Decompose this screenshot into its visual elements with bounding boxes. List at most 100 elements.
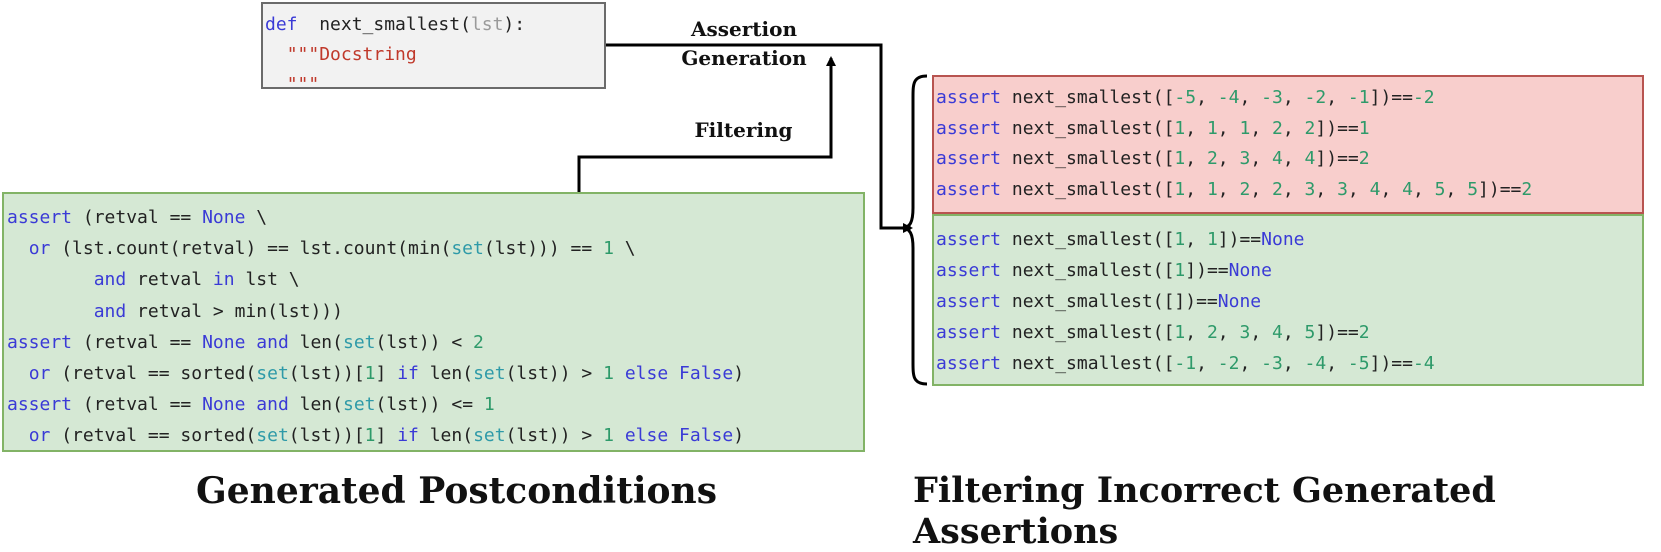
code-token: next_smallest(: [297, 14, 471, 35]
code-token: assert: [936, 291, 1002, 312]
code-token: 1: [603, 238, 614, 260]
code-token: ])==: [1315, 322, 1359, 343]
code-token: set: [451, 238, 484, 260]
code-token: (retval ==: [72, 331, 203, 353]
code-token: ,: [1380, 178, 1403, 200]
code-token: next_smallest([: [1001, 117, 1175, 139]
code-line: def next_smallest(lst):: [265, 10, 525, 40]
code-line: or (retval == sorted(set(lst))[1] if len…: [7, 358, 744, 389]
code-line: """Docstring: [265, 40, 525, 70]
code-token: ,: [1239, 87, 1262, 108]
code-token: 3: [1304, 178, 1316, 200]
code-line: and retval > min(lst))): [7, 296, 744, 327]
code-token: 2: [1272, 178, 1283, 200]
code-token: retval > min(lst))): [126, 300, 343, 322]
code-token: and: [93, 300, 127, 322]
code-token: False: [679, 362, 734, 384]
code-token: ])==: [1369, 353, 1413, 374]
code-token: next_smallest([: [1001, 322, 1175, 343]
code-token: 4: [1272, 322, 1283, 343]
code-token: """Docstring: [286, 44, 417, 65]
code-token: [265, 74, 287, 95]
code-token: (lst))[: [288, 425, 365, 447]
code-token: ])==: [1217, 229, 1262, 250]
code-token: len(: [418, 425, 474, 447]
code-token: None: [1228, 260, 1272, 281]
code-token: ,: [1282, 117, 1305, 139]
code-token: ,: [1250, 178, 1273, 200]
code-token: in: [212, 269, 235, 291]
code-token: ,: [1217, 178, 1240, 200]
code-token: 2: [1239, 178, 1251, 200]
code-token: assert: [936, 229, 1002, 250]
code-token: 1: [1239, 117, 1251, 139]
code-token: 4: [1402, 178, 1413, 200]
code-token: set: [256, 362, 289, 384]
code-token: 2: [1304, 117, 1316, 139]
code-token: 2: [1358, 148, 1370, 169]
code-token: and: [93, 269, 127, 291]
code-token: ])==: [1478, 178, 1522, 200]
code-token: ): [733, 362, 745, 384]
code-token: (lst)) <=: [375, 394, 484, 416]
code-token: if: [397, 362, 419, 384]
code-token: [614, 425, 625, 446]
code-token: 1: [1206, 178, 1218, 200]
code-token: [7, 301, 94, 322]
code-token: [265, 44, 287, 65]
function-code: def next_smallest(lst): """Docstring """: [265, 10, 525, 100]
code-token: 1: [364, 425, 376, 447]
code-line: or (retval == sorted(set(lst))[1] if len…: [7, 420, 744, 451]
code-token: set: [342, 331, 376, 353]
code-token: set: [256, 425, 289, 447]
postconditions-box: assert (retval == None \ or (lst.count(r…: [2, 192, 865, 452]
code-token: 5: [1434, 178, 1446, 200]
code-token: 1: [603, 425, 614, 447]
code-token: lst \: [234, 269, 300, 291]
code-token: ]: [375, 425, 398, 447]
code-token: False: [679, 425, 734, 447]
code-token: -3: [1261, 87, 1283, 108]
code-token: -4: [1217, 87, 1240, 108]
code-token: ,: [1326, 87, 1348, 108]
code-token: len(: [288, 394, 343, 416]
code-token: ,: [1282, 322, 1305, 343]
code-line: assert next_smallest([-5, -4, -3, -2, -1…: [936, 83, 1532, 114]
code-token: \: [613, 238, 636, 260]
code-token: assert: [936, 87, 1002, 108]
code-token: ,: [1217, 148, 1240, 169]
code-token: (lst)) >: [505, 362, 604, 384]
code-token: -2: [1412, 87, 1435, 108]
code-token: (lst)) <: [375, 331, 474, 353]
code-token: [7, 269, 94, 290]
code-token: assert: [936, 178, 1002, 200]
code-token: assert: [936, 322, 1002, 343]
code-token: set: [473, 425, 506, 447]
code-token: assert: [936, 148, 1002, 169]
code-token: None: [202, 394, 246, 416]
code-token: and: [256, 331, 289, 353]
code-line: assert next_smallest([-1, -2, -3, -4, -5…: [936, 348, 1435, 379]
code-token: -3: [1261, 353, 1283, 374]
code-token: assert: [7, 331, 73, 353]
code-token: 2: [1358, 322, 1370, 343]
code-token: ,: [1326, 353, 1348, 374]
code-token: len(: [288, 331, 343, 353]
code-line: assert (retval == None and len(set(lst))…: [7, 389, 744, 420]
code-token: 1: [1206, 117, 1218, 139]
code-token: ])==: [1369, 87, 1413, 108]
code-token: 3: [1239, 148, 1251, 169]
code-token: 1: [1358, 117, 1370, 139]
code-token: 1: [483, 394, 495, 416]
filtering-incorrect-caption: Filtering Incorrect Generated Assertions: [913, 470, 1496, 552]
code-line: assert next_smallest([1, 2, 3, 4, 5])==2: [936, 317, 1435, 348]
code-token: None: [1217, 291, 1262, 312]
code-token: len(: [418, 362, 474, 384]
code-token: 2: [1272, 117, 1283, 139]
code-token: [7, 238, 29, 259]
code-token: ,: [1185, 322, 1207, 343]
code-token: [245, 332, 256, 353]
code-token: ,: [1217, 117, 1240, 139]
code-token: or: [28, 362, 51, 384]
code-token: 3: [1239, 322, 1251, 343]
